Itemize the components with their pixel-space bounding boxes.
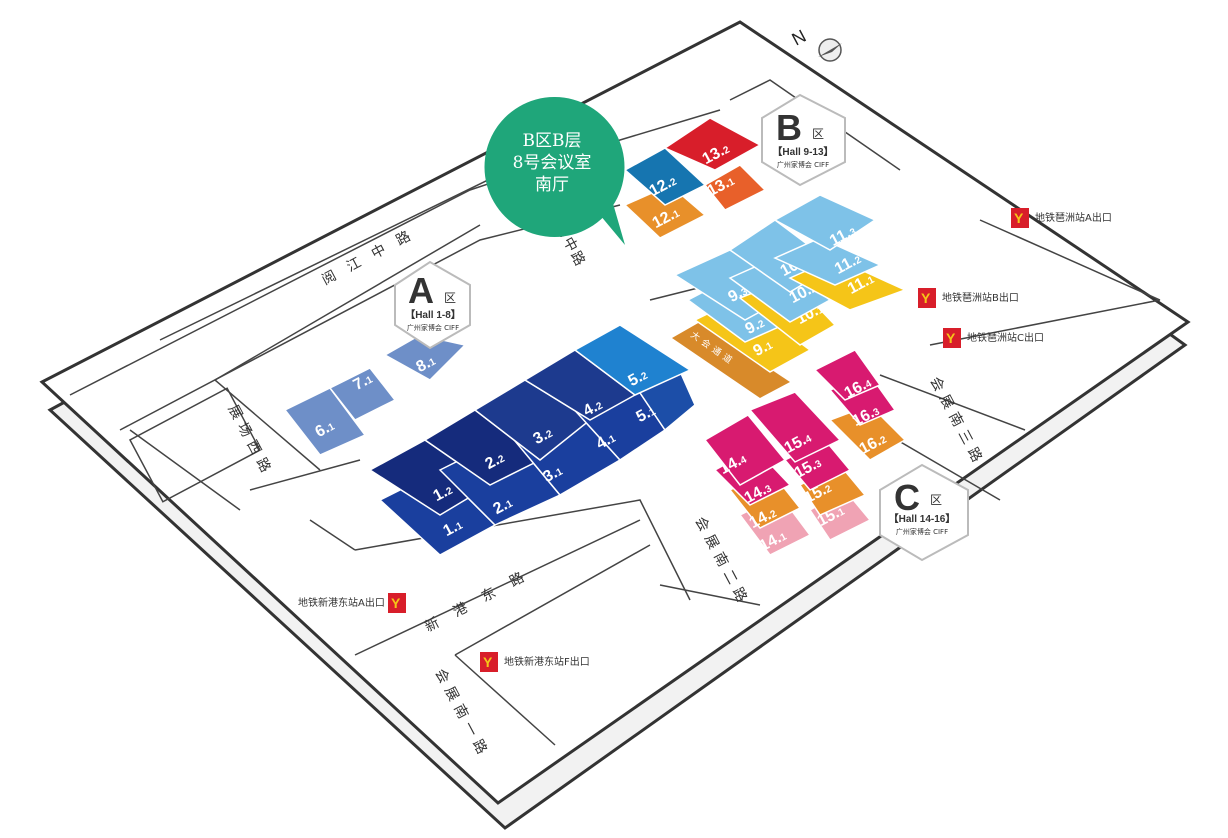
corridor [672, 322, 790, 398]
hall-13-2[interactable]: 13.2 [663, 117, 762, 171]
zone-badge-c[interactable]: C 区 【Hall 14-16】 广州家博会 CIFF [879, 463, 969, 562]
metro-exit-label: 地铁琶洲站C出口 [967, 331, 1044, 344]
metro-exit-xingang-f[interactable]: Y 地铁新港东站F出口 [480, 652, 590, 672]
hall-label: 9.3 [726, 282, 751, 306]
zone-b-letter: B [776, 107, 802, 148]
svg-text:Y: Y [483, 654, 493, 670]
zone-badge-a[interactable]: A 区 【Hall 1-8】 广州家博会 CIFF [394, 260, 471, 350]
hall-shape [748, 391, 842, 463]
metro-exit-label: 地铁琶洲站B出口 [942, 291, 1019, 304]
hall-16-4[interactable]: 16.4 [813, 349, 882, 402]
metro-exit-xingang-a[interactable]: Y 地铁新港东站A出口 [298, 593, 406, 613]
hall-label: 5.2 [626, 366, 651, 390]
svg-text:Y: Y [921, 290, 931, 306]
hall-shape [573, 324, 692, 396]
hall-shape [773, 194, 877, 251]
hall-shape [663, 117, 762, 171]
svg-text:Y: Y [391, 595, 401, 611]
zone-b-suffix: 区 [812, 127, 824, 141]
svg-text:Y: Y [946, 330, 956, 346]
metro-exit-label: 地铁琶洲站A出口 [1035, 211, 1112, 224]
hall-7-1[interactable]: 7.1 [328, 367, 397, 421]
compass-north-label: N [788, 26, 809, 50]
zone-a-suffix: 区 [444, 291, 456, 305]
callout-line-3: 南厅 [535, 175, 569, 195]
zone-b-halls: 【Hall 9-13】 [772, 145, 833, 158]
hall-2-2[interactable]: 2.2 [423, 409, 542, 486]
hall-label: 7.1 [351, 370, 376, 394]
metro-icon [943, 328, 961, 348]
hall-label: 1.2 [431, 481, 456, 505]
metro-exit-label: 地铁新港东站A出口 [298, 596, 385, 609]
metro-icon [1011, 208, 1029, 228]
hall-label: 8.1 [414, 352, 439, 376]
zone-a-letter: A [408, 270, 434, 311]
zone-c-letter: C [894, 477, 920, 518]
hall-6-1[interactable]: 6.1 [283, 387, 367, 456]
hall-3-2[interactable]: 3.2 [473, 379, 592, 461]
west-lot [128, 387, 262, 503]
metro-icon [388, 593, 406, 613]
metro-exit-pazhou-c[interactable]: Y 地铁琶洲站C出口 [943, 328, 1044, 348]
hall-label: 3.1 [541, 462, 566, 486]
compass: N [788, 26, 842, 62]
hall-label: 2.1 [491, 494, 516, 518]
hall-label: 6.1 [313, 417, 338, 441]
metro-exit-pazhou-b[interactable]: Y 地铁琶洲站B出口 [918, 288, 1019, 308]
zone-b-sub: 广州家博会 CIFF [777, 160, 829, 169]
zone-a-halls: 【Hall 1-8】 [405, 308, 461, 321]
zone-c-sub: 广州家博会 CIFF [896, 527, 948, 536]
hall-8-1[interactable]: 8.1 [383, 334, 467, 381]
hall-label: 4.1 [594, 429, 619, 453]
hall-shape [283, 387, 367, 456]
hall-1-2[interactable]: 1.2 [368, 439, 492, 516]
hall-label: 1.1 [441, 516, 466, 540]
hall-label: 2.2 [483, 449, 508, 473]
zone-c-suffix: 区 [930, 493, 942, 507]
meeting-room-callout[interactable]: B区B层 8号会议室 南厅 [484, 97, 626, 245]
svg-text:Y: Y [1014, 210, 1024, 226]
hall-11-2[interactable]: 11.2 [773, 237, 882, 286]
hall-15-4[interactable]: 15.4 [748, 391, 842, 463]
hall-11-3[interactable]: 11.3 [773, 194, 877, 251]
halls-layer: 1.1 1.2 2.1 2.2 3.1 3.2 4.1 4.2 5.1 5.2 6.1 7.1 8.1 9… [283, 117, 907, 556]
hall-label: 4.2 [581, 396, 606, 420]
hall-5-2[interactable]: 5.2 [573, 324, 692, 396]
zone-a-sub: 广州家博会 CIFF [407, 323, 459, 332]
hall-shape [703, 164, 767, 211]
zone-c-halls: 【Hall 14-16】 [889, 512, 956, 525]
callout-line-1: B区B层 [523, 131, 582, 151]
hall-label: 9.2 [743, 314, 768, 338]
metro-exit-pazhou-a[interactable]: Y 地铁琶洲站A出口 [1011, 208, 1112, 228]
callout-line-2: 8号会议室 [513, 153, 592, 173]
hall-shape [383, 334, 467, 381]
hall-label: 9.1 [751, 336, 776, 360]
hall-shape [328, 367, 397, 421]
hall-shape [813, 349, 882, 401]
metro-exit-label: 地铁新港东站F出口 [504, 655, 590, 668]
hall-label: 3.2 [531, 424, 556, 448]
metro-icon [480, 652, 498, 672]
metro-icon [918, 288, 936, 308]
hall-shape [773, 237, 882, 286]
zone-badge-b[interactable]: B 区 【Hall 9-13】 广州家博会 CIFF [761, 93, 846, 187]
hall-label: 5.1 [634, 402, 659, 426]
